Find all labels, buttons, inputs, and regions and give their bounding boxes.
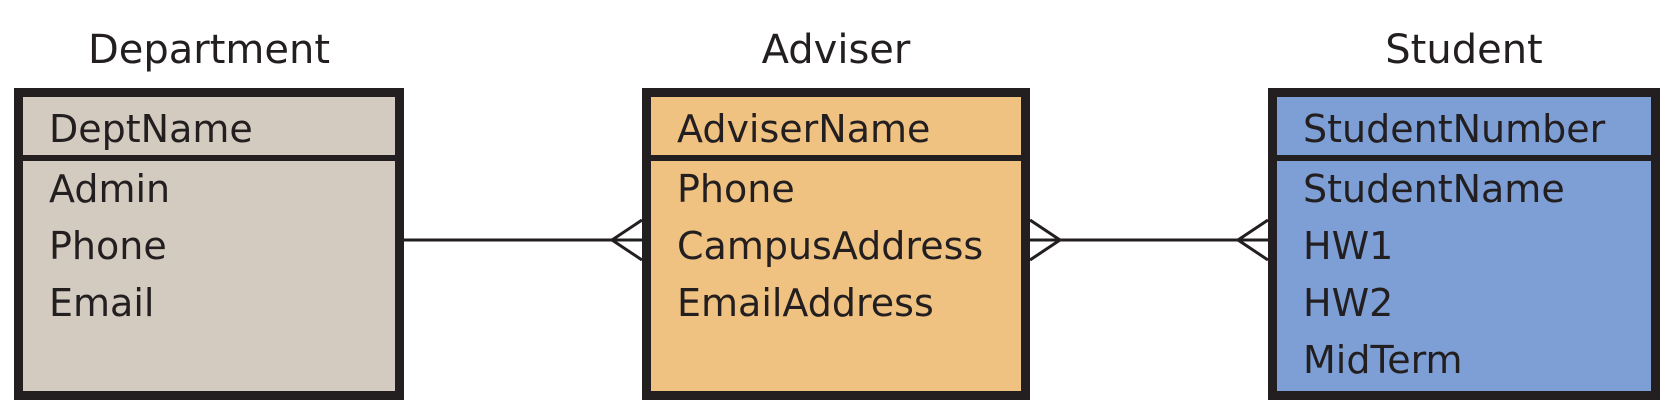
student-entity: StudentNumber StudentName HW1 HW2 MidTer… — [1268, 88, 1660, 400]
student-attr-hw1: HW1 — [1303, 224, 1394, 268]
adviser-title: Adviser — [761, 27, 911, 73]
department-attr-phone: Phone — [49, 224, 167, 268]
department-key: DeptName — [23, 97, 395, 161]
department-attributes: Admin Phone Email — [23, 161, 395, 332]
department-entity: DeptName Admin Phone Email — [14, 88, 404, 400]
student-title: Student — [1385, 27, 1543, 73]
adviser-student-crowsfoot-left-icon — [1029, 218, 1061, 262]
student-attributes: StudentName HW1 HW2 MidTerm — [1277, 161, 1651, 389]
student-attr-midterm: MidTerm — [1303, 338, 1463, 382]
department-title: Department — [87, 27, 331, 73]
student-key: StudentNumber — [1277, 97, 1651, 161]
adviser-student-crowsfoot-right-icon — [1237, 218, 1269, 262]
student-attr-student-name: StudentName — [1303, 167, 1565, 211]
adviser-attributes: Phone CampusAddress EmailAddress — [651, 161, 1021, 332]
adviser-attr-phone: Phone — [677, 167, 795, 211]
dept-adviser-crowsfoot-icon — [611, 218, 643, 262]
department-attr-email: Email — [49, 281, 155, 325]
adviser-key: AdviserName — [651, 97, 1021, 161]
adviser-attr-email-address: EmailAddress — [677, 281, 934, 325]
adviser-entity: AdviserName Phone CampusAddress EmailAdd… — [642, 88, 1030, 400]
student-attr-hw2: HW2 — [1303, 281, 1394, 325]
department-attr-admin: Admin — [49, 167, 171, 211]
adviser-attr-campus-address: CampusAddress — [677, 224, 984, 268]
